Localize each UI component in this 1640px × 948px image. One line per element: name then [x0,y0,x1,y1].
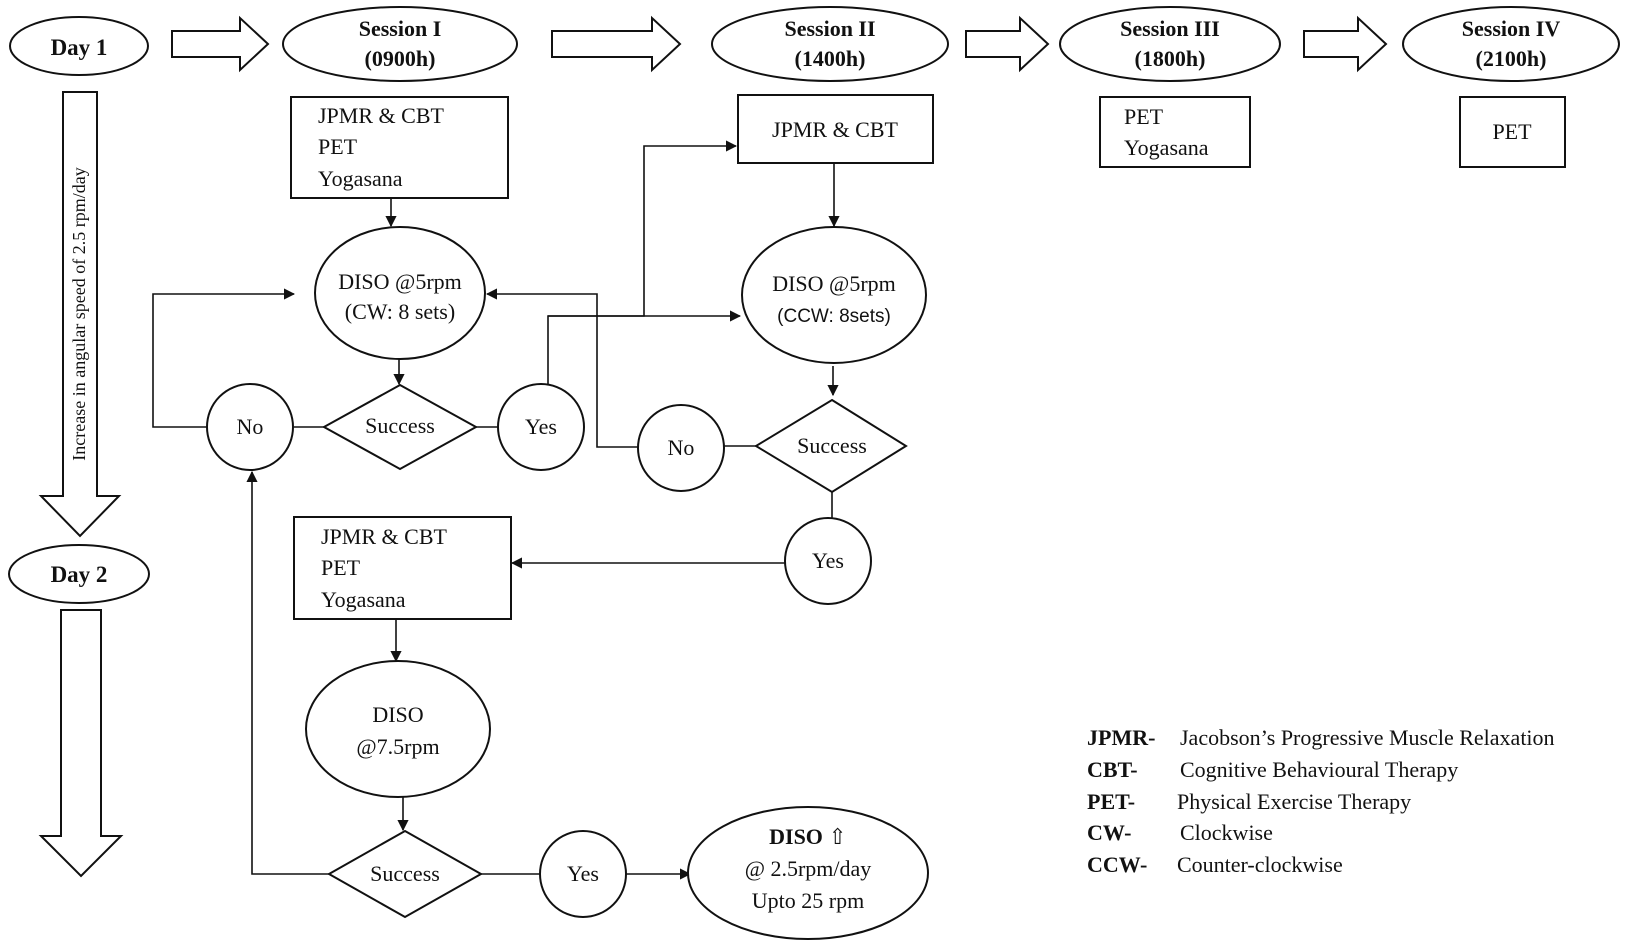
s1-diso-line1: DISO @5rpm [338,269,462,294]
session1-header: Session I (0900h) [282,6,518,82]
session4-activity-box: PET [1459,96,1566,168]
session4-name: Session IV [1462,16,1561,41]
session2-diso-node: DISO @5rpm (CCW: 8sets) [741,226,927,364]
session1-success-diamond: Success [321,383,479,471]
final-diso-node: DISO ⇧ @ 2.5rpm/day Upto 25 rpm [687,806,929,940]
s2-diso-line2: (CCW: 8sets) [777,306,891,327]
session3-name: Session III [1120,16,1220,41]
legend-abbr-jpmr: JPMR- [1087,725,1155,750]
s1-no-label: No [237,414,264,439]
day2-yes-node: Yes [539,830,627,918]
session1-activity-box: JPMR & CBT PET Yogasana [290,96,509,199]
session3-activity-box: PET Yogasana [1099,96,1251,168]
session4-header: Session IV (2100h) [1402,6,1620,82]
session1-diso-node: DISO @5rpm (CW: 8 sets) [314,226,486,360]
session1-no-node: No [206,383,294,471]
legend-text-cw: Clockwise [1180,820,1273,845]
day2-activity-box: JPMR & CBT PET Yogasana [293,516,512,620]
block-arrow-down [38,609,124,878]
final-line3: Upto 25 rpm [752,888,864,913]
d2-diso-line1: DISO [372,702,423,727]
s2-box-label: JPMR & CBT [772,117,898,142]
s1-box-line2: PET [318,134,358,159]
d2-success-label: Success [370,861,440,886]
d2-diso-line2: @7.5rpm [356,734,439,759]
day2-node: Day 2 [8,544,150,604]
s1-yes-label: Yes [525,414,557,439]
final-line2: @ 2.5rpm/day [745,856,872,881]
session2-no-node: No [637,404,725,492]
d2-box-line3: Yogasana [321,587,406,612]
session1-name: Session I [359,16,442,41]
session3-header: Session III (1800h) [1059,6,1281,82]
legend: JPMR- Jacobson’s Progressive Muscle Rela… [1087,725,1555,877]
s3-box-line1: PET [1124,104,1164,129]
legend-text-cbt: Cognitive Behavioural Therapy [1180,757,1458,782]
s1-box-line3: Yogasana [318,166,403,191]
session1-yes-node: Yes [497,383,585,471]
session4-time: (2100h) [1476,46,1547,71]
session2-activity-box: JPMR & CBT [737,94,934,164]
session1-time: (0900h) [365,46,436,71]
s1-diso-line2: (CW: 8 sets) [345,299,455,324]
session2-name: Session II [784,16,875,41]
day2-label: Day 2 [51,562,108,587]
d2-box-line2: PET [321,555,361,580]
s2-no-label: No [668,435,695,460]
day1-label: Day 1 [51,35,108,60]
session2-time: (1400h) [795,46,866,71]
session2-yes-node: Yes [784,517,872,605]
d2-yes-label: Yes [567,861,599,886]
legend-abbr-cbt: CBT- [1087,757,1138,782]
day2-diso-node: DISO @7.5rpm [305,660,491,798]
session2-success-diamond: Success [754,398,908,494]
s2-diso-line1: DISO @5rpm [772,271,896,296]
s4-box-label: PET [1492,119,1532,144]
day1-node: Day 1 [9,16,149,76]
s3-box-line2: Yogasana [1124,135,1209,160]
session2-header: Session II (1400h) [711,6,949,82]
side-label: Increase in angular speed of 2.5 rpm/day [69,167,89,460]
session3-time: (1800h) [1135,46,1206,71]
day-progress-arrow: Increase in angular speed of 2.5 rpm/day [38,91,122,538]
legend-text-pet: Physical Exercise Therapy [1177,789,1411,814]
legend-abbr-cw: CW- [1087,820,1131,845]
s1-box-line1: JPMR & CBT [318,103,444,128]
day2-success-diamond: Success [326,829,484,919]
block-arrow-right [965,15,1050,73]
legend-text-jpmr: Jacobson’s Progressive Muscle Relaxation [1180,725,1555,750]
legend-abbr-pet: PET- [1087,789,1135,814]
d2-box-line1: JPMR & CBT [321,524,447,549]
block-arrow-right [1303,15,1388,73]
block-arrow-right [171,15,270,73]
s2-success-label: Success [797,433,867,458]
legend-abbr-ccw: CCW- [1087,852,1147,877]
s2-yes-label: Yes [812,548,844,573]
legend-text-ccw: Counter-clockwise [1177,852,1343,877]
s1-success-label: Success [365,413,435,438]
block-arrow-right [551,15,682,73]
final-line1: DISO ⇧ [769,824,847,849]
